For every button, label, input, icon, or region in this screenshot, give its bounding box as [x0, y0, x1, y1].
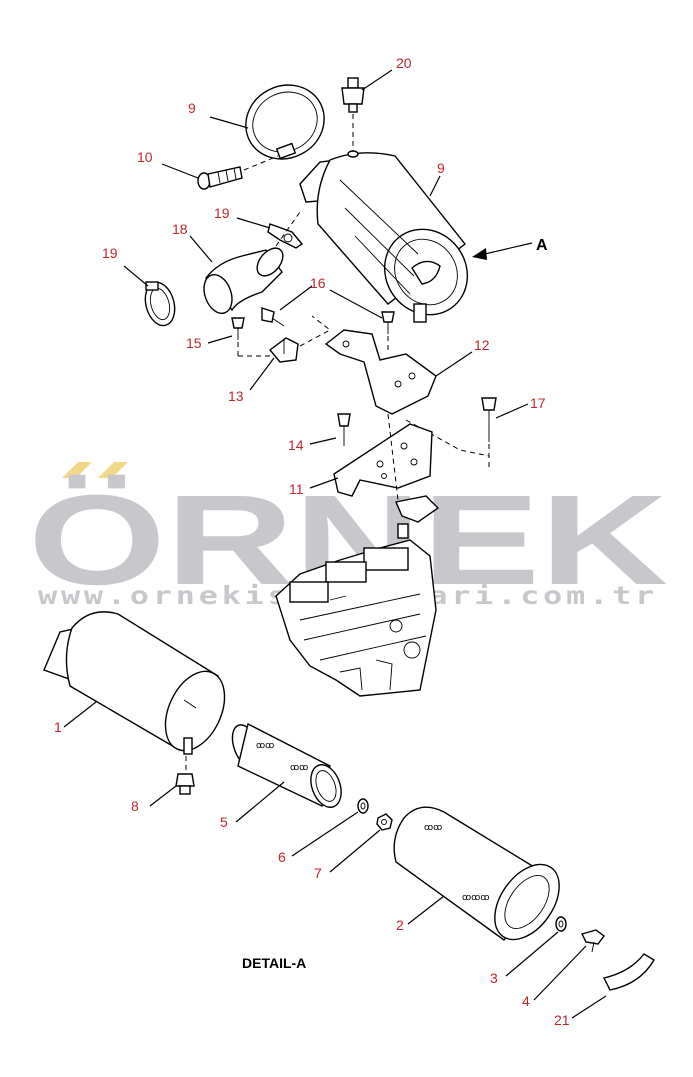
callout-4: 4 — [522, 993, 530, 1009]
callout-10: 10 — [137, 149, 153, 165]
callout-19-left: 19 — [102, 245, 118, 261]
drain-fitting-8 — [175, 773, 195, 795]
washer-3 — [555, 916, 567, 932]
svg-text:ꝏꝏ: ꝏꝏ — [290, 763, 308, 773]
callout-12: 12 — [474, 337, 490, 353]
muffler-body — [43, 611, 226, 755]
callout-8: 8 — [131, 798, 139, 814]
svg-text:ꝏꝏꝏ: ꝏꝏꝏ — [462, 893, 490, 903]
callout-20: 20 — [396, 55, 412, 71]
air-cleaner-housing — [299, 150, 469, 323]
callout-19-upper: 19 — [214, 205, 230, 221]
callout-11: 11 — [289, 481, 304, 497]
bolt-15 — [231, 317, 245, 340]
hose-clamp-upper — [267, 223, 304, 249]
bracket-13 — [268, 337, 299, 363]
bolt-17 — [481, 397, 497, 442]
svg-text:ꝏꝏ: ꝏꝏ — [424, 823, 442, 833]
bolt-16a — [261, 307, 285, 327]
callout-21: 21 — [554, 1012, 570, 1028]
callout-14: 14 — [288, 437, 304, 453]
watermark-accent-mark — [62, 462, 92, 478]
leader-lines — [63, 69, 607, 1019]
outer-shell: ꝏꝏ ꝏꝏꝏ — [393, 806, 560, 941]
svg-text:ꝏꝏ: ꝏꝏ — [256, 741, 274, 751]
clip-4 — [580, 929, 605, 953]
callout-16: 16 — [310, 275, 326, 291]
callouts: 20 9 10 9 19 18 19 16 15 12 13 17 14 11 … — [54, 55, 570, 1028]
restriction-indicator — [341, 77, 365, 113]
washer-6 — [357, 798, 369, 814]
callout-17: 17 — [530, 395, 546, 411]
mounting-bracket-12 — [324, 329, 437, 415]
callout-13: 13 — [228, 388, 244, 404]
callout-18: 18 — [172, 221, 188, 237]
perforated-tube: ꝏꝏ ꝏꝏ — [231, 722, 342, 808]
callout-7: 7 — [314, 865, 322, 881]
callout-2: 2 — [396, 917, 404, 933]
hose-clamp-left — [144, 281, 176, 327]
callout-6: 6 — [278, 849, 286, 865]
mounting-plate-11 — [333, 423, 433, 497]
hose-21 — [602, 953, 655, 991]
bolt-14 — [337, 413, 351, 446]
view-arrow-label: A — [536, 237, 548, 254]
nut-7 — [376, 813, 393, 831]
detail-a-label: DETAIL-A — [242, 955, 306, 971]
watermark-accent-mark — [98, 462, 128, 478]
clamp-band — [245, 84, 325, 160]
plate-spacer — [395, 495, 440, 539]
callout-15: 15 — [186, 335, 202, 351]
callout-1: 1 — [54, 719, 62, 735]
callout-9-housing: 9 — [437, 160, 445, 176]
callout-3: 3 — [490, 970, 498, 986]
clamp-bolt — [197, 166, 243, 190]
view-arrow: A — [472, 237, 548, 260]
elbow-hose — [203, 247, 284, 315]
callout-5: 5 — [220, 814, 228, 830]
bolt-16b — [381, 311, 395, 334]
engine-block — [275, 539, 437, 697]
callout-9-clamp: 9 — [188, 100, 196, 116]
